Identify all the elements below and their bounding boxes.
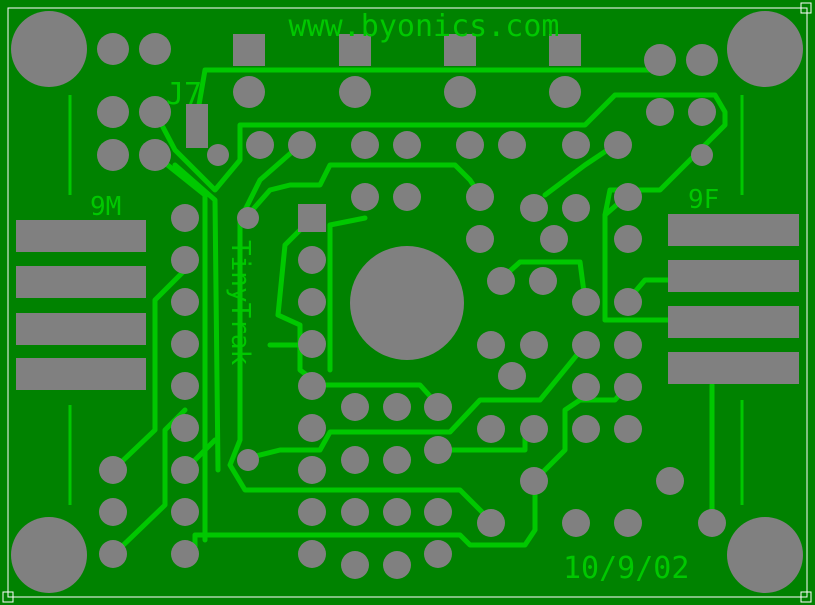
url-label: www.byonics.com: [289, 9, 560, 44]
center-mounting-hole: [350, 246, 464, 360]
corner-marker: [800, 2, 812, 14]
corner-marker: [800, 591, 812, 603]
mounting-holes: [11, 11, 803, 593]
connector-9f-label: 9F: [688, 185, 719, 215]
product-label: TinyTrak: [225, 240, 255, 366]
board-outline: [7, 7, 808, 598]
corner-marker: [2, 591, 14, 603]
edge-connector-pads: [16, 34, 799, 390]
connector-9m-label: 9M: [90, 192, 121, 222]
component-pads: [97, 33, 726, 579]
connector-j7-label: J7: [166, 77, 202, 112]
date-label: 10/9/02: [563, 551, 689, 586]
silkscreen-lines: [68, 95, 744, 505]
